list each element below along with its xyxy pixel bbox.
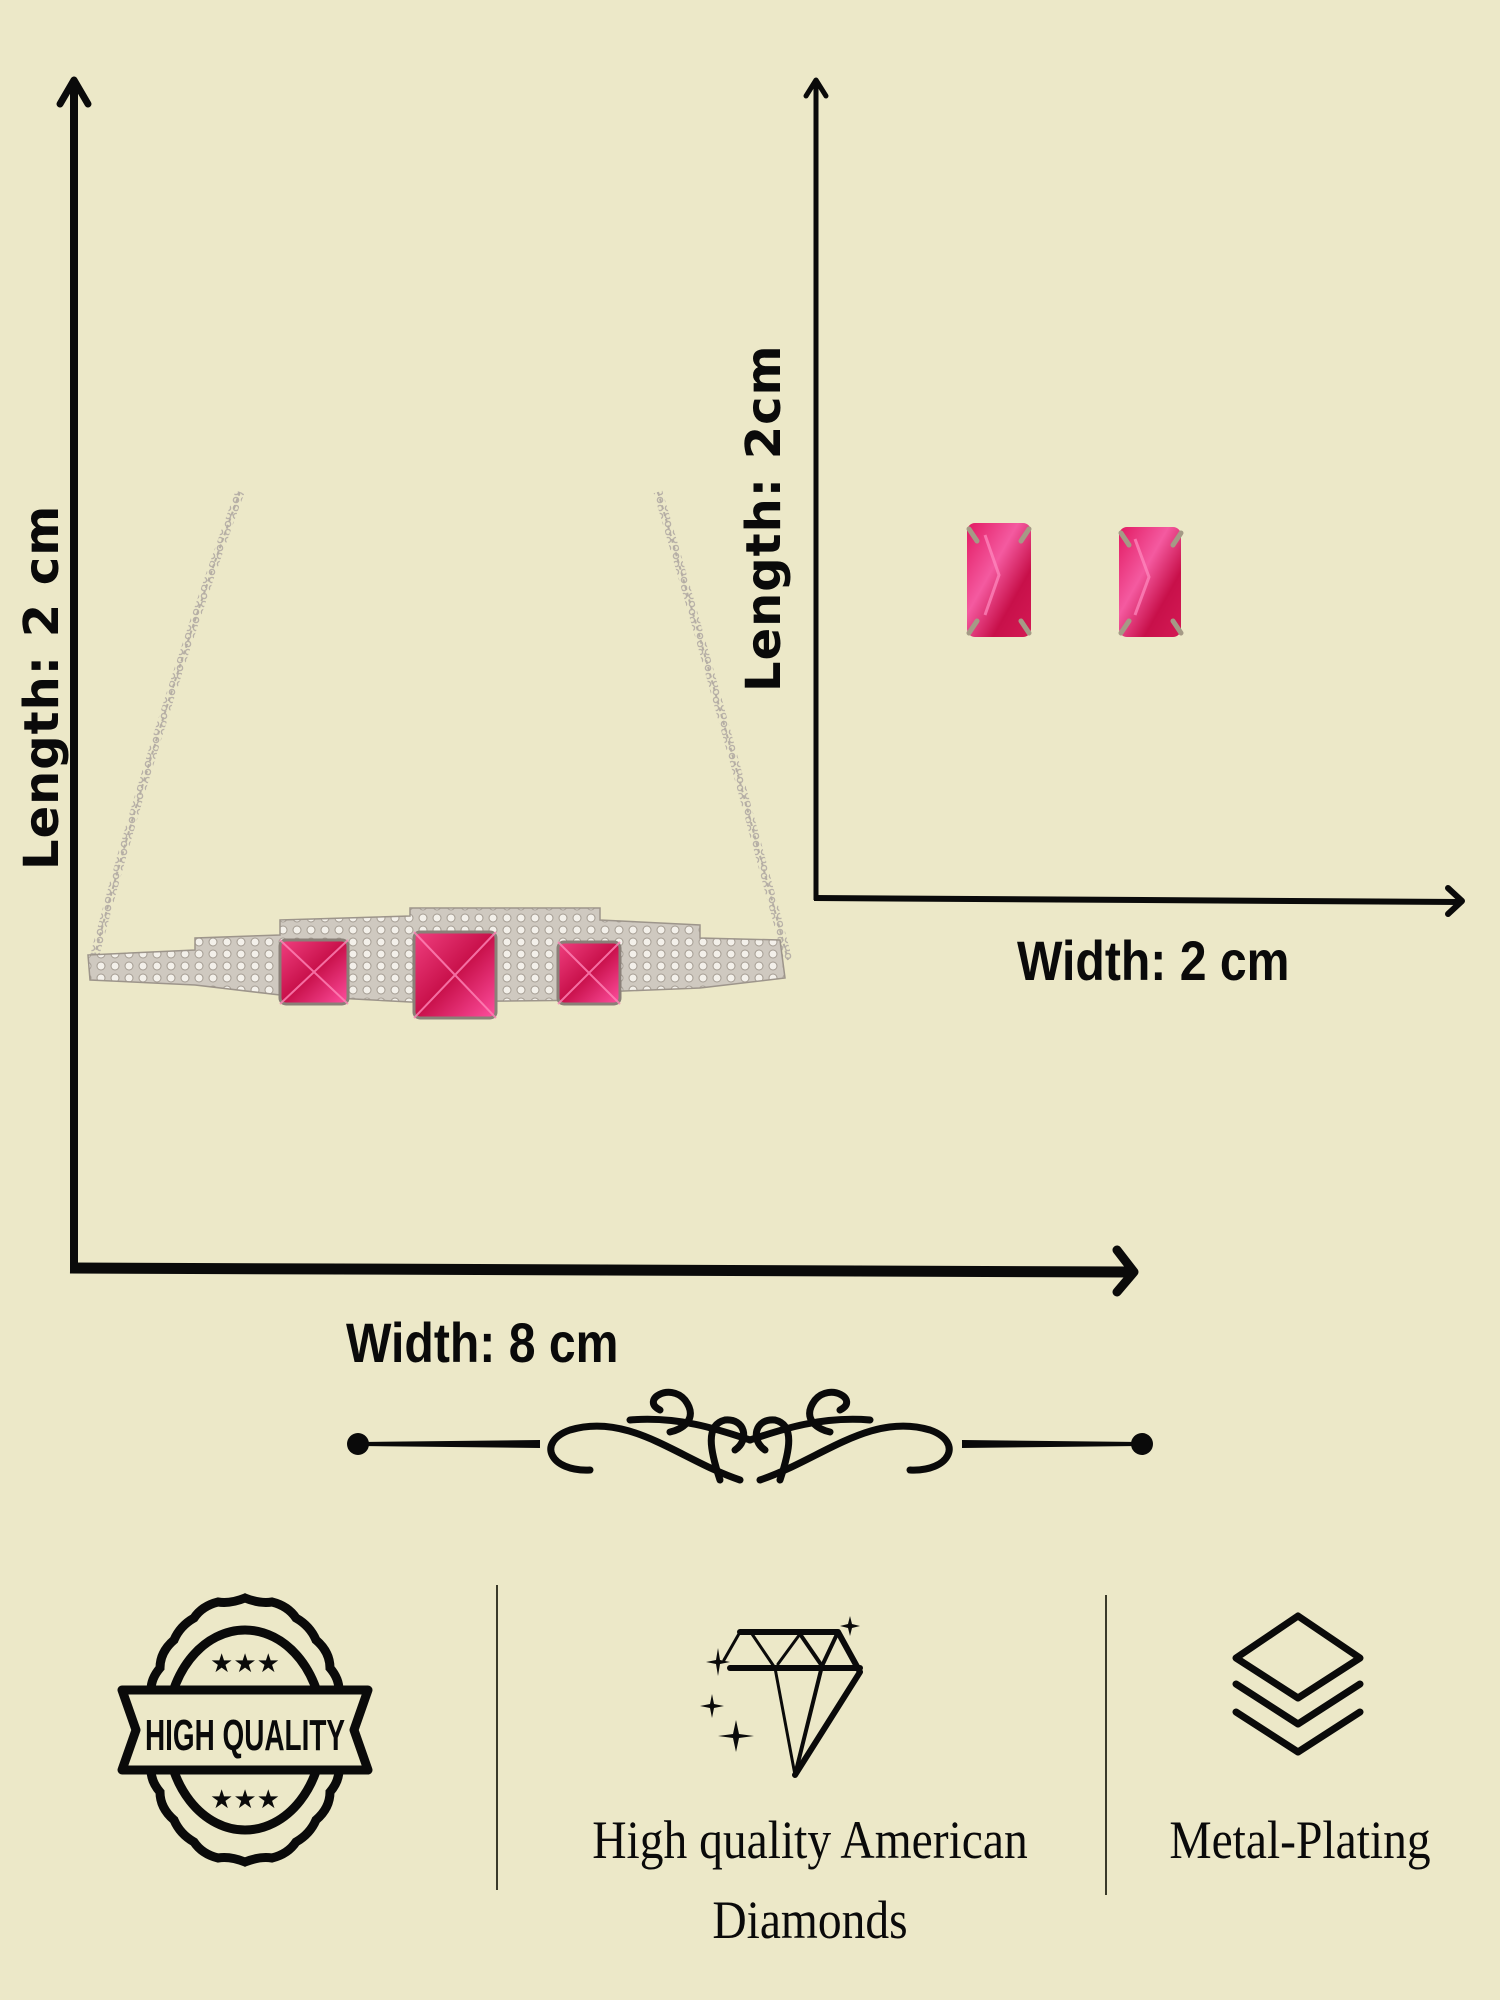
diamond-icon [700,1616,863,1778]
necklace-stone-center [412,930,498,1020]
necklace-length-label: Length: 2 cm [14,504,70,870]
necklace-width-label: Width: 8 cm [346,1311,619,1374]
ornamental-divider-icon [347,1388,1153,1484]
feature-divider-1 [496,1585,498,1890]
svg-text:★★★: ★★★ [210,1785,280,1815]
feature-metal-plating: Metal-Plating [1130,1600,1470,1880]
feature-american-diamonds: High quality American Diamonds [520,1600,1100,1980]
svg-text:★★★: ★★★ [210,1649,280,1679]
earring-left [966,523,1032,637]
earrings-image [966,523,1184,637]
necklace-stone-right [556,940,622,1006]
earring-right [1118,527,1184,637]
feature-label-american-diamonds-line2: Diamonds [712,1890,908,1950]
layers-icon [1232,1612,1364,1756]
earring-width-label: Width: 2 cm [1017,929,1290,992]
necklace-axes [56,76,1465,1297]
feature-divider-2 [1105,1595,1107,1895]
high-quality-badge-icon: HIGH QUALITY ★★★ ★★★ [117,1593,373,1867]
feature-high-quality: HIGH QUALITY ★★★ ★★★ [110,1590,380,1880]
necklace-stone-left [278,938,350,1006]
feature-label-american-diamonds-line1: High quality American [592,1810,1028,1870]
svg-text:HIGH QUALITY: HIGH QUALITY [145,1711,345,1760]
feature-label-metal-plating: Metal-Plating [1169,1810,1431,1870]
necklace-image [87,490,793,1020]
